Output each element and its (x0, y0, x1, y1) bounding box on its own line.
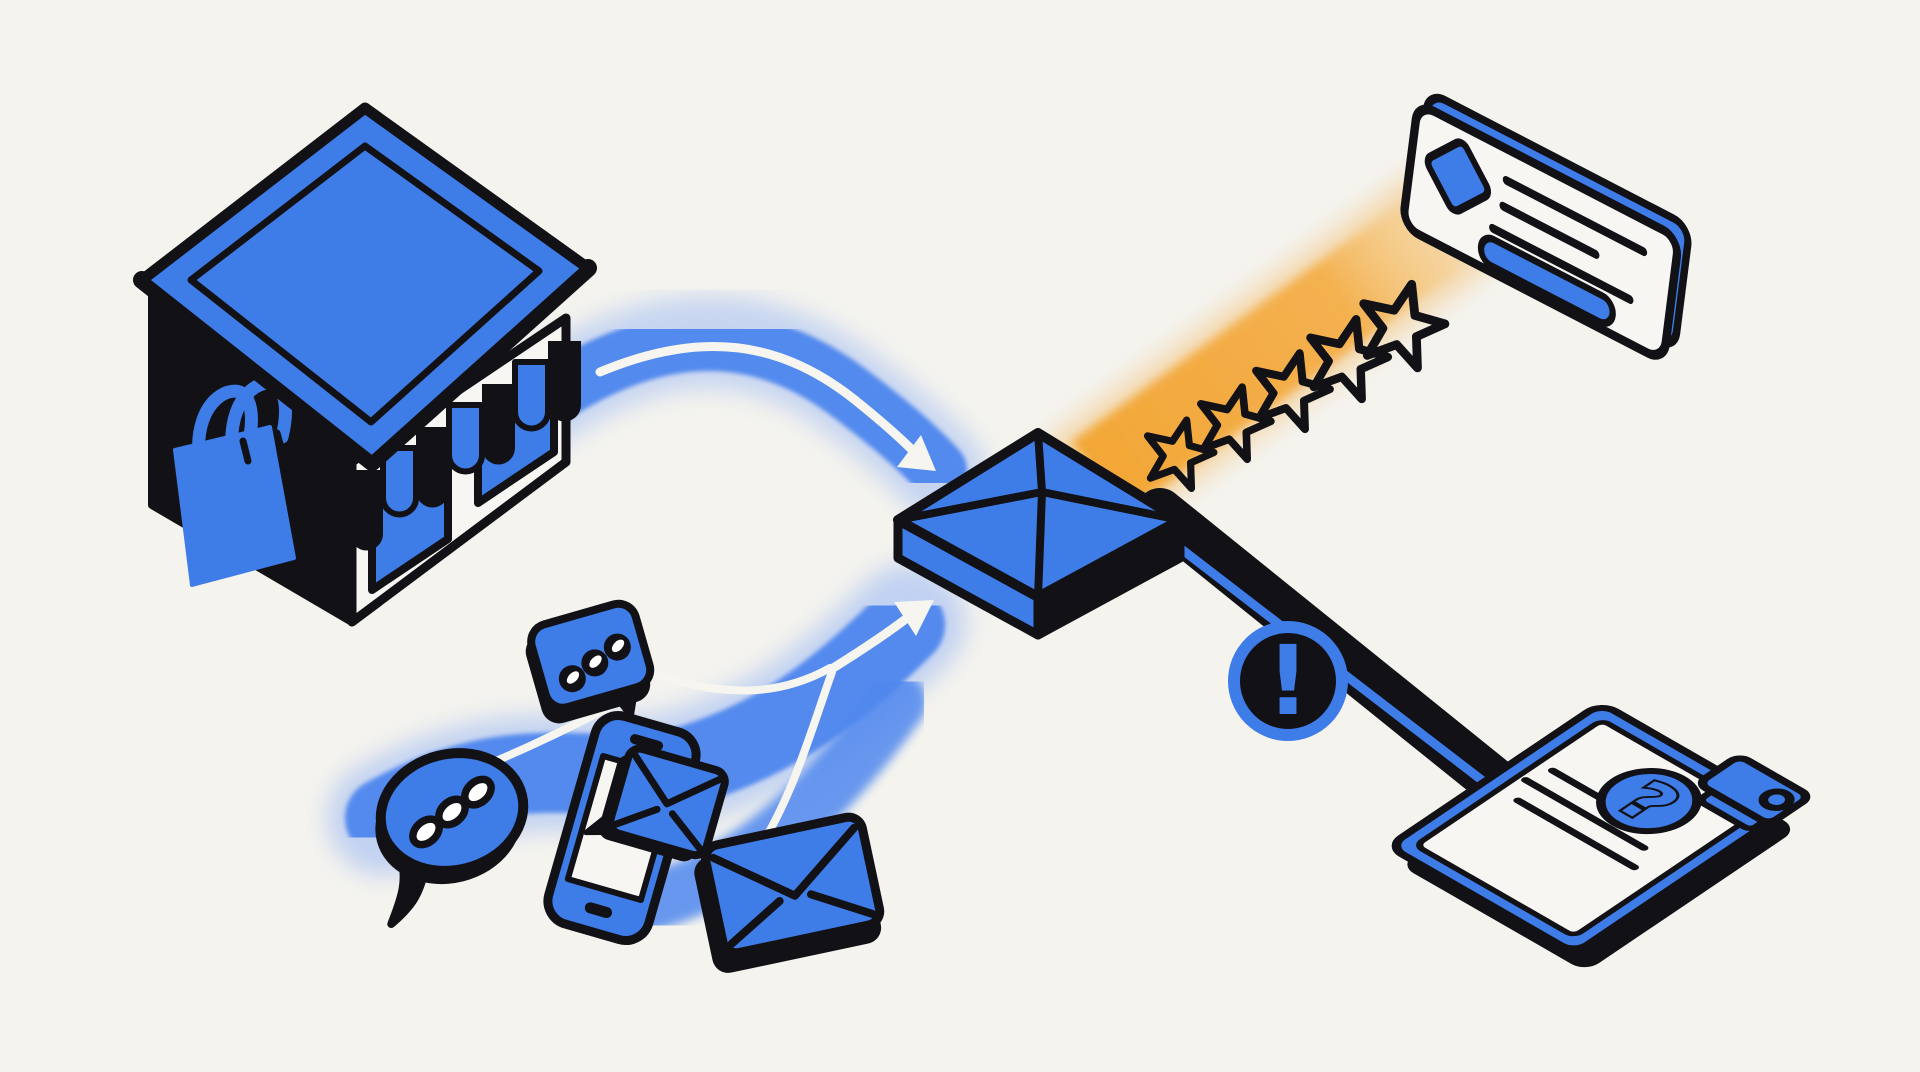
chat-bubble-icon (525, 599, 655, 724)
arrow-icon (894, 600, 934, 636)
bag-handle-notch (239, 429, 286, 465)
phone-envelope-icon (583, 744, 729, 862)
speech-bubble-icon (375, 748, 529, 929)
rating-beam (1035, 169, 1499, 541)
awning-scallop (548, 341, 581, 422)
review-card (1400, 93, 1692, 360)
stream-arrow-line (595, 341, 923, 461)
awning-scallop (416, 427, 449, 508)
arrow-icon (897, 435, 936, 471)
phone-home-button (584, 902, 613, 919)
shopping-bag-icon (173, 376, 296, 587)
feedback-hub (893, 428, 1185, 640)
awning-scallop (482, 384, 515, 465)
speech-bubble-dots (409, 775, 495, 849)
report-clipboard: ? (1391, 704, 1811, 968)
awning-scallop (350, 470, 383, 551)
card-highlight-pill (1477, 234, 1616, 327)
roof-inset-line (187, 142, 543, 426)
envelope-icon (694, 812, 885, 973)
speech-bubble-tail (387, 857, 430, 929)
awning-scallop (380, 445, 419, 518)
store-awning (350, 341, 581, 551)
phone-speaker (629, 734, 664, 751)
clipboard-clip (1697, 755, 1811, 831)
envelope-folds (611, 805, 704, 853)
stream-store-to-hub (499, 296, 986, 518)
chat-bubble-dots (558, 633, 631, 693)
store (133, 102, 597, 627)
question-circle (1596, 768, 1702, 835)
card-avatar-diamond (1424, 138, 1492, 215)
envelope-flap (709, 823, 859, 900)
card-text-lines (1489, 175, 1648, 304)
hub-facet-lines (894, 429, 1184, 601)
awning-scallop (512, 359, 551, 432)
beam-band (1071, 196, 1463, 514)
badge-symbol: ! (1266, 625, 1310, 737)
badge-circle (1228, 621, 1348, 741)
stream-ribbon (636, 664, 834, 695)
clip-ring-hole (1758, 788, 1795, 812)
envelope-flap (631, 751, 724, 808)
awning-scallop (446, 402, 485, 475)
store-roof (133, 102, 597, 471)
envelope-folds (727, 890, 877, 948)
roof-top (136, 102, 594, 468)
exclamation-badge-icon: ! (1228, 621, 1348, 741)
